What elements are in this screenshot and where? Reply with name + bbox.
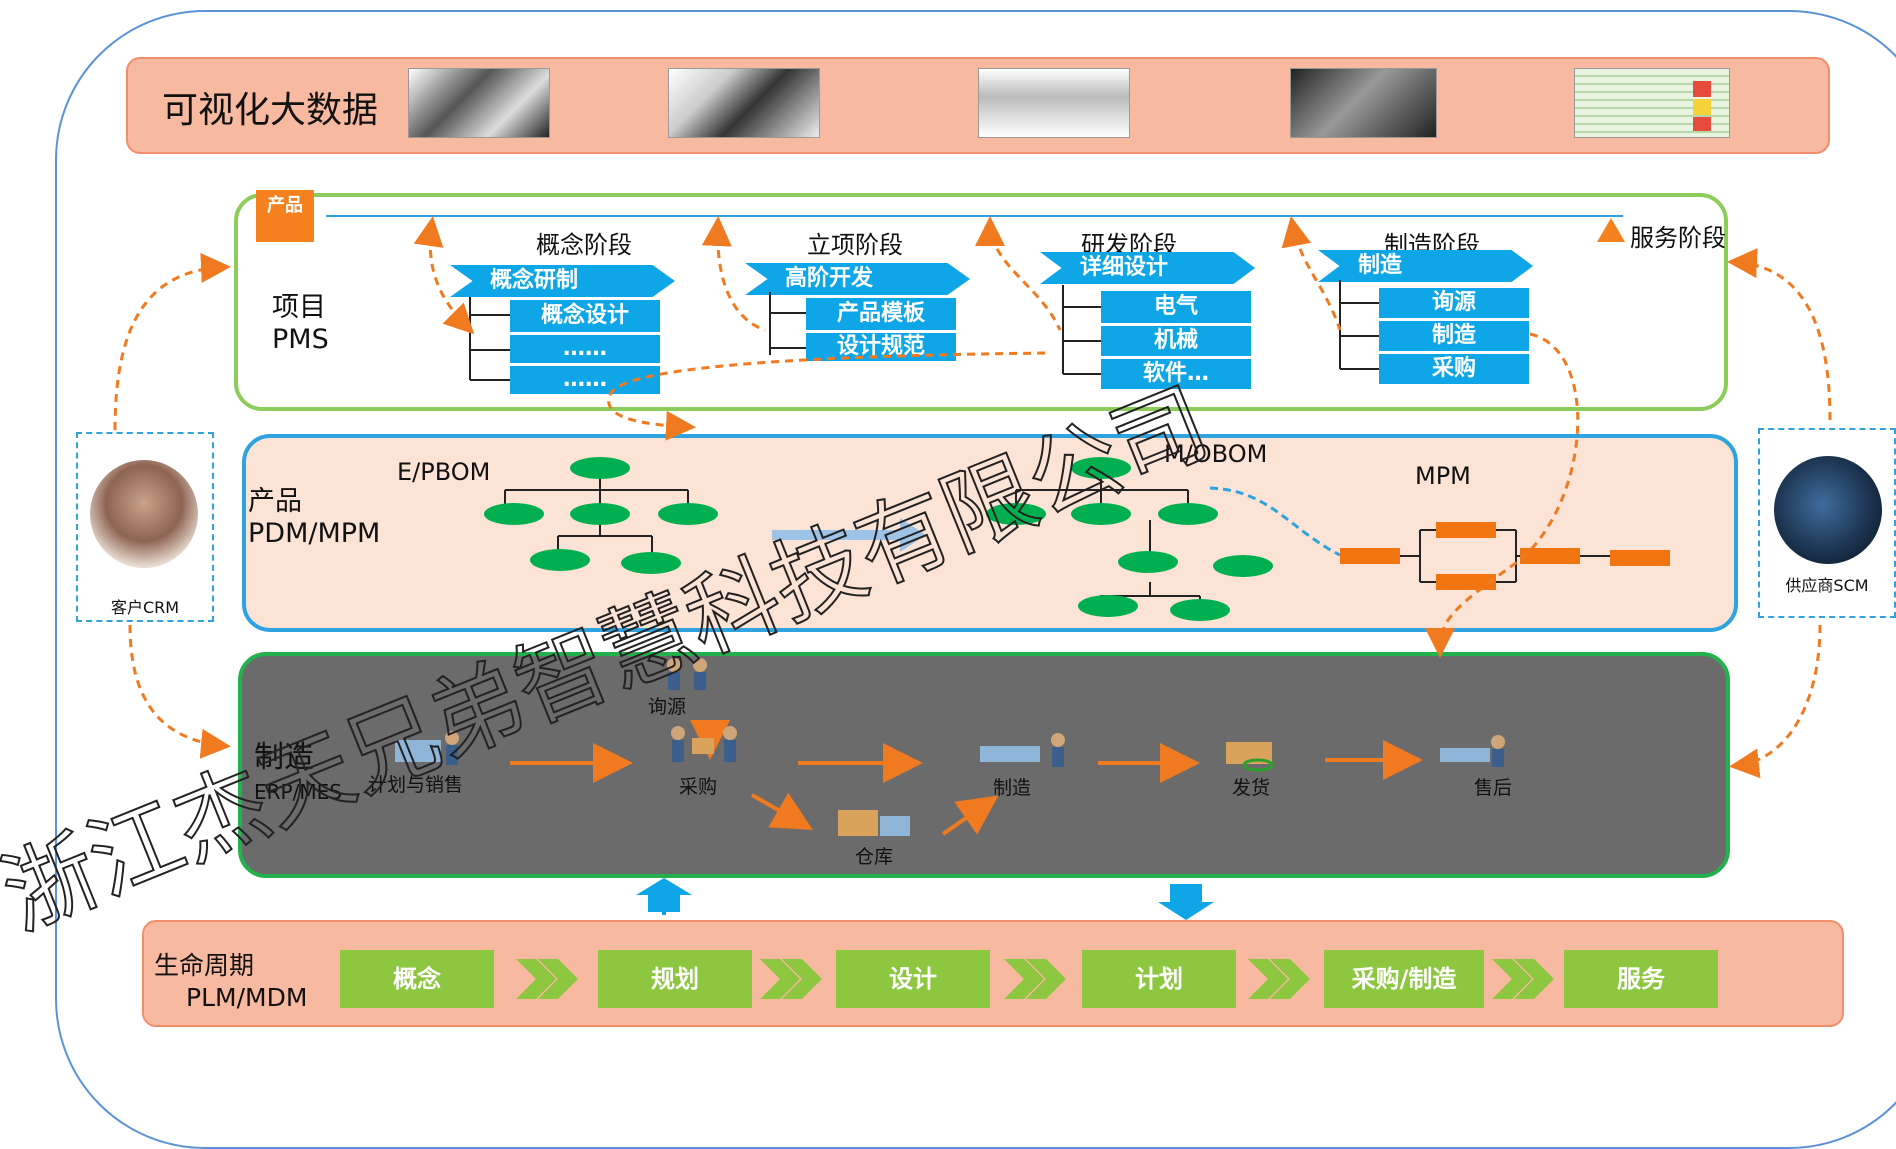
- manufacture-icon: [980, 733, 1065, 767]
- manufacturing-to-erp-link: [1440, 334, 1578, 652]
- erp-flow-arrows: [510, 730, 1415, 834]
- warehouse-icon: [838, 810, 910, 836]
- diagram-graphics: 浙江杰天兄弟智慧科技有限公司: [0, 0, 1896, 1066]
- watermark-text: 浙江杰天兄弟智慧科技有限公司: [0, 369, 1222, 951]
- pms-bracket-lines: [470, 280, 1379, 380]
- after-sales-icon: [1440, 735, 1505, 767]
- mpm-network: [1340, 522, 1670, 590]
- epbom-tree: [484, 457, 718, 574]
- purchase-icon: [671, 726, 737, 762]
- shipping-icon: [1226, 742, 1272, 770]
- up-arrow-icon: [636, 878, 692, 912]
- pms-feedback-arrows: [430, 222, 1340, 330]
- down-arrow-icon: [1158, 884, 1214, 920]
- pms-to-pdm-link: [609, 353, 1045, 427]
- mobom-to-mpm-link: [1210, 488, 1340, 555]
